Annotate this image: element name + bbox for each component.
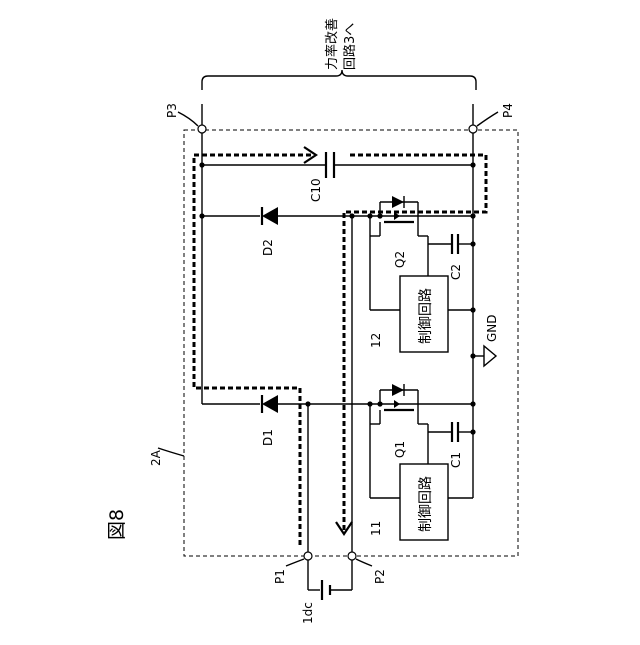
node-c10-right — [470, 162, 475, 167]
label-top-line1: 力率改善 — [324, 18, 340, 70]
leader-p2 — [356, 559, 372, 566]
output-brace — [202, 70, 476, 90]
node-c2-gnd — [470, 241, 475, 246]
node-c1-gnd — [470, 429, 475, 434]
label-p3: P3 — [165, 103, 179, 118]
gnd-symbol — [484, 346, 496, 366]
current-path-1 — [194, 155, 312, 545]
label-ctrl1-text: 制御回路 — [418, 476, 434, 532]
leader-p4 — [477, 112, 498, 126]
node-c10-left — [199, 162, 204, 167]
label-d2: D2 — [261, 239, 275, 256]
label-c2: C2 — [449, 264, 463, 280]
label-d1: D1 — [261, 429, 275, 446]
label-ctrl2-num: 12 — [369, 333, 383, 348]
q1-arrow — [394, 400, 400, 408]
node-gnd — [470, 353, 475, 358]
d2-triangle — [262, 207, 278, 225]
label-p4: P4 — [501, 103, 515, 118]
label-c10: C10 — [309, 178, 323, 202]
label-gnd: GND — [485, 314, 499, 342]
leader-p1 — [286, 559, 304, 566]
label-top-line2: 回路3へ — [342, 23, 358, 70]
terminal-p2 — [348, 552, 356, 560]
terminal-p1 — [304, 552, 312, 560]
q2-body-diode — [392, 196, 404, 208]
module-boundary — [184, 130, 518, 556]
node-d2-left — [199, 213, 204, 218]
q1-body-diode — [392, 384, 404, 396]
figure-title: 図8 — [106, 509, 128, 540]
label-p2: P2 — [373, 569, 387, 584]
label-1dc: 1dc — [301, 602, 315, 624]
d1-triangle — [262, 395, 278, 413]
label-2a: 2A — [149, 449, 163, 466]
node-q2-gnd — [470, 213, 475, 218]
label-ctrl2-text: 制御回路 — [418, 288, 434, 344]
node-ctrl2-gnd — [470, 307, 475, 312]
label-q2: Q2 — [393, 251, 407, 268]
terminal-p4 — [469, 125, 477, 133]
leader-p3 — [178, 112, 198, 126]
label-p1: P1 — [273, 569, 287, 584]
label-ctrl1-num: 11 — [369, 521, 383, 536]
terminal-p3 — [198, 125, 206, 133]
label-c1: C1 — [449, 452, 463, 468]
label-q1: Q1 — [393, 441, 407, 458]
